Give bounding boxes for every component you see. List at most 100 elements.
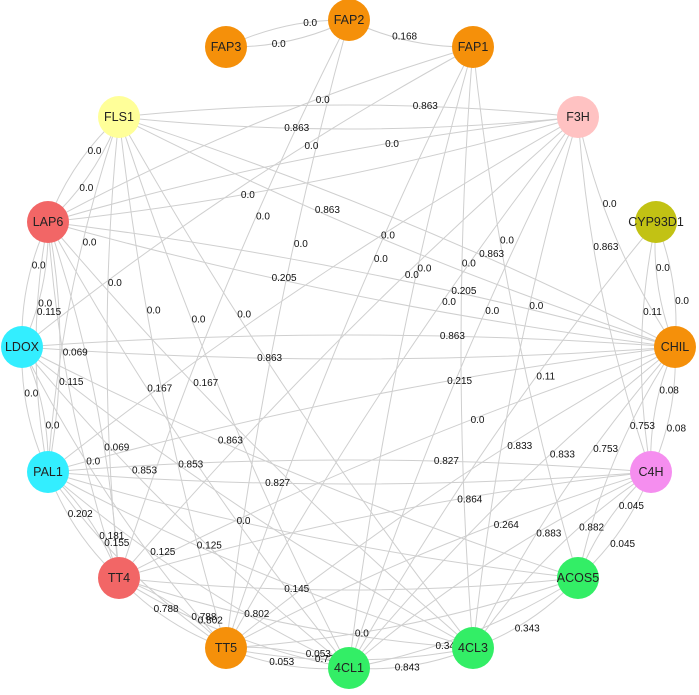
- edge-weight-label: 0.0: [355, 629, 369, 640]
- edge-weight-label: 0.788: [154, 604, 179, 615]
- edge-PAL1-ACOS5: [47, 471, 579, 579]
- edge-weight-label: 0.863: [593, 242, 618, 253]
- edge-LAP6-TT4: [47, 221, 120, 579]
- edge-weight-label: 0.0: [38, 298, 52, 309]
- edge-weight-label: 0.0: [237, 516, 251, 527]
- node-circle: [328, 0, 370, 41]
- edge-LAP6-CHIL: [47, 221, 676, 348]
- node-circle: [27, 201, 69, 243]
- edge-PAL1-4CL3: [47, 471, 474, 649]
- edge-weight-label: 0.069: [63, 347, 88, 358]
- edge-CYP93D1-4CL1: [348, 221, 657, 669]
- edge-FAP1-4CL3: [460, 46, 474, 649]
- node-circle: [98, 96, 140, 138]
- edge-FLS1-F3H: [118, 104, 579, 118]
- edge-FAP2-TT5: [225, 19, 350, 649]
- edge-weight-label: 0.0: [237, 309, 251, 320]
- edge-LAP6-4CL1: [47, 221, 350, 669]
- node-label: FLS1: [104, 110, 134, 124]
- node-fap1[interactable]: FAP1: [452, 26, 494, 68]
- node-circle: [1, 326, 43, 368]
- node-circle: [98, 557, 140, 599]
- edge-weight-label: 0.125: [197, 541, 222, 552]
- edge-weight-label: 0.0: [294, 239, 308, 250]
- edge-F3H-CHIL: [577, 116, 676, 348]
- edge-weight-label: 0.205: [272, 273, 297, 284]
- edge-weight-label: 0.0: [256, 212, 270, 223]
- edge-weight-label: 0.0: [442, 297, 456, 308]
- edge-weight-label: 0.343: [515, 624, 540, 635]
- node-label: CYP93D1: [628, 215, 684, 229]
- edge-weight-label: 0.145: [284, 584, 309, 595]
- node-cyp93d1[interactable]: CYP93D1: [628, 201, 684, 243]
- edge-LAP6-PAL1: [47, 221, 61, 473]
- edge-FAP1-TT5: [225, 46, 474, 649]
- node-chil[interactable]: CHIL: [654, 326, 696, 368]
- node-label: 4CL3: [458, 641, 488, 655]
- edge-weight-label: 0.0: [147, 305, 161, 316]
- node-lap6[interactable]: LAP6: [27, 201, 69, 243]
- node-label: FAP2: [334, 13, 365, 27]
- edge-weight-label: 0.155: [104, 538, 129, 549]
- node-tt4[interactable]: TT4: [98, 557, 140, 599]
- edge-F3H-PAL1: [47, 116, 579, 473]
- node-circle: [328, 647, 370, 689]
- node-label: TT4: [108, 571, 130, 585]
- edge-weight-label: 0.0: [485, 306, 499, 317]
- node-circle: [205, 26, 247, 68]
- edge-TT5-ACOS5: [225, 577, 579, 649]
- node-fls1[interactable]: FLS1: [98, 96, 140, 138]
- node-f3h[interactable]: F3H: [557, 96, 599, 138]
- edge-weight-label: 0.0: [500, 235, 514, 246]
- edge-weight-label: 0.053: [269, 657, 294, 668]
- edge-C4H-4CL3: [472, 471, 652, 649]
- edge-TT4-ACOS5: [118, 577, 579, 591]
- edge-FAP1-LDOX: [21, 46, 474, 348]
- edge-weight-label: 0.264: [494, 520, 519, 531]
- edge-CHIL-4CL1: [348, 346, 676, 669]
- edge-PAL1-C4H: [47, 459, 652, 473]
- node-4cl3[interactable]: 4CL3: [452, 627, 494, 669]
- edge-weight-label: 0.0: [418, 263, 432, 274]
- edge-CHIL-TT5: [225, 346, 676, 649]
- node-fap3[interactable]: FAP3: [205, 26, 247, 68]
- edge-weight-label: 0.181: [99, 531, 124, 542]
- edge-weight-label: 0.0: [316, 95, 330, 106]
- edge-weight-label: 0.863: [413, 101, 438, 112]
- edge-weight-label: 0.202: [68, 509, 93, 520]
- edge-weight-label: 0.0: [32, 261, 46, 272]
- node-tt5[interactable]: TT5: [205, 627, 247, 669]
- edge-weight-label: 0.0: [405, 270, 419, 281]
- edge-weight-label: 0.827: [434, 456, 459, 467]
- edge-FAP1-ACOS5: [472, 46, 579, 579]
- node-circle: [654, 326, 696, 368]
- edge-weight-label: 0.833: [550, 450, 575, 461]
- node-c4h[interactable]: C4H: [630, 451, 672, 493]
- node-circle: [557, 557, 599, 599]
- edge-weight-label: 0.0: [241, 190, 255, 201]
- edge-weight-label: 0.125: [150, 547, 175, 558]
- edge-F3H-LAP6: [47, 116, 579, 223]
- edge-FAP1-LAP6: [47, 46, 474, 223]
- node-pal1[interactable]: PAL1: [27, 451, 69, 493]
- edge-weight-label: 0.788: [191, 612, 216, 623]
- edge-weight-label: 0.0: [86, 457, 100, 468]
- edge-weight-label: 0.0: [385, 139, 399, 150]
- node-4cl1[interactable]: 4CL1: [328, 647, 370, 689]
- edge-weight-label: 0.863: [479, 249, 504, 260]
- node-acos5[interactable]: ACOS5: [557, 557, 599, 599]
- node-label: ACOS5: [557, 571, 599, 585]
- node-ldox[interactable]: LDOX: [1, 326, 43, 368]
- edge-LDOX-ACOS5: [21, 346, 579, 579]
- node-label: 4CL1: [334, 661, 364, 675]
- node-fap2[interactable]: FAP2: [328, 0, 370, 41]
- edge-LDOX-4CL3: [21, 346, 474, 649]
- edge-weight-label: 0.0: [192, 315, 206, 326]
- edge-weight-label: 0.0: [88, 146, 102, 157]
- node-circle: [630, 451, 672, 493]
- node-label: TT5: [215, 641, 237, 655]
- edge-weight-label: 0.802: [198, 616, 223, 627]
- edge-LDOX-TT5: [21, 346, 227, 649]
